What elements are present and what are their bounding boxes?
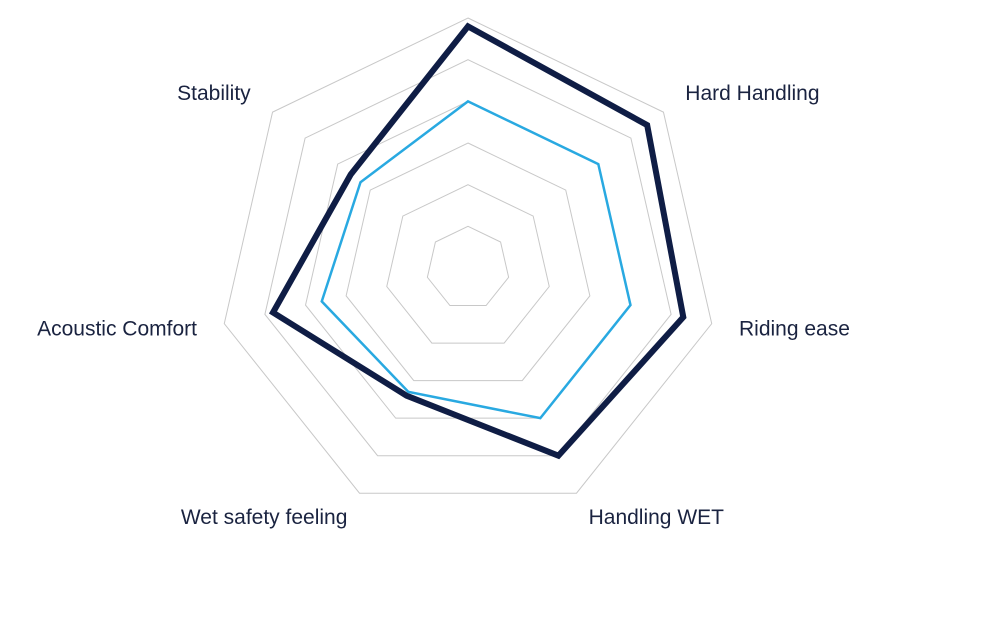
series-layer [268,22,687,460]
axis-label-acoustic-comfort: Acoustic Comfort [37,317,197,340]
grid-ring-2 [386,184,550,344]
axis-label-hard-handling: Hard Handling [685,82,819,105]
axis-label-soft-handling: Soft Handling [405,0,531,1]
grid-ring-6 [223,17,713,494]
grid-ring-5 [264,59,672,457]
axis-label-riding-ease: Riding ease [739,317,850,340]
series-1-line [268,22,687,460]
axis-label-stability: Stability [177,82,251,105]
axis-label-wet-safety-feeling: Wet safety feeling [181,506,348,529]
grid-ring-1 [426,225,510,307]
grid-ring-3 [345,142,591,382]
series-2-line [320,99,632,420]
axis-label-handling-wet: Handling WET [589,506,725,529]
